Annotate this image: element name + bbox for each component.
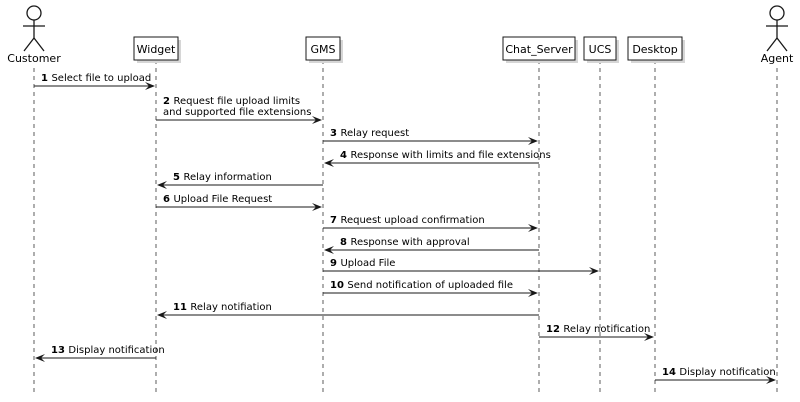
message-number: 4 [340, 150, 350, 161]
arrowhead-icon [528, 289, 538, 297]
message-number: 11 [173, 302, 190, 313]
arrowhead-icon [145, 82, 155, 90]
message-1: 1 Select file to upload [34, 73, 155, 90]
actor-label: Agent [761, 52, 794, 65]
message-label: 14 Display notification [662, 367, 776, 378]
participant-heads: Customer Widget GMS Chat_Server UCS DesktopAg… [7, 5, 794, 65]
message-3: 3 Relay request [323, 128, 538, 145]
message-5: 5 Relay information [157, 172, 323, 189]
message-number: 14 [662, 367, 679, 378]
arrowhead-icon [312, 116, 322, 124]
actor-label: Customer [7, 52, 61, 65]
participant-box [502, 36, 576, 61]
arrowhead-icon [157, 311, 167, 319]
participant-desktop: Desktop [627, 36, 685, 63]
message-number: 3 [330, 128, 340, 139]
message-number: 8 [340, 237, 350, 248]
arrowhead-icon [324, 246, 334, 254]
message-number: 12 [546, 324, 563, 335]
arrowhead-icon [528, 224, 538, 232]
message-number: 6 [163, 194, 173, 205]
actor-customer: Customer [7, 5, 61, 65]
message-number: 5 [173, 172, 183, 183]
message-14: 14 Display notification [655, 367, 776, 384]
message-number: 7 [330, 215, 340, 226]
message-6: 6 Upload File Request [156, 194, 322, 211]
message-number: 9 [330, 258, 340, 269]
message-label: 6 Upload File Request [163, 194, 272, 205]
message-label: 1 Select file to upload [41, 73, 151, 84]
message-label: 10 Send notification of uploaded file [330, 280, 513, 291]
message-13: 13 Display notification [35, 345, 165, 362]
message-number: 13 [51, 345, 68, 356]
participant-box [305, 36, 341, 61]
stick-figure-icon [766, 5, 788, 52]
message-label: 8 Response with approval [340, 237, 470, 248]
arrowhead-icon [157, 181, 167, 189]
participant-box [583, 36, 617, 61]
participant-box [627, 36, 683, 61]
lifelines [33, 60, 778, 396]
participant-gms: GMS [305, 36, 343, 63]
participant-label: Widget [137, 43, 176, 56]
participant-widget: Widget [133, 36, 181, 63]
participant-label: GMS [311, 43, 336, 56]
message-label: 12 Relay notification [546, 324, 650, 335]
participant-label: Desktop [632, 43, 677, 56]
message-9: 9 Upload File [323, 258, 599, 275]
message-label: 11 Relay notifiation [173, 302, 272, 313]
arrowhead-icon [589, 267, 599, 275]
participant-chat_server: Chat_Server [502, 36, 578, 63]
message-number: 1 [41, 73, 51, 84]
message-label: 3 Relay request [330, 128, 409, 139]
message-11: 11 Relay notifiation [157, 302, 539, 319]
arrowhead-icon [766, 376, 776, 384]
participant-label: UCS [589, 43, 612, 56]
message-4: 4 Response with limits and file extensio… [324, 150, 551, 167]
message-7: 7 Request upload confirmation [323, 215, 538, 232]
message-12: 12 Relay notification [539, 324, 654, 341]
message-label: 5 Relay information [173, 172, 272, 183]
message-10: 10 Send notification of uploaded file [323, 280, 538, 297]
arrowhead-icon [528, 137, 538, 145]
stick-figure-icon [23, 5, 45, 52]
arrowhead-icon [35, 354, 45, 362]
arrowhead-icon [644, 333, 654, 341]
messages: 1 Select file to upload 2 Request file up… [34, 73, 776, 384]
message-number: 2 [163, 96, 173, 107]
message-8: 8 Response with approval [324, 237, 539, 254]
arrowhead-icon [312, 203, 322, 211]
participant-box [133, 36, 179, 61]
message-label: 13 Display notification [51, 345, 165, 356]
participant-ucs: UCS [583, 36, 619, 63]
arrowhead-icon [324, 159, 334, 167]
message-label: 9 Upload File [330, 258, 395, 269]
message-number: 10 [330, 280, 347, 291]
message-label: 7 Request upload confirmation [330, 215, 485, 226]
message-label: 4 Response with limits and file extensio… [340, 150, 551, 161]
actor-agent: Agent [761, 5, 794, 65]
participant-label: Chat_Server [505, 43, 573, 56]
